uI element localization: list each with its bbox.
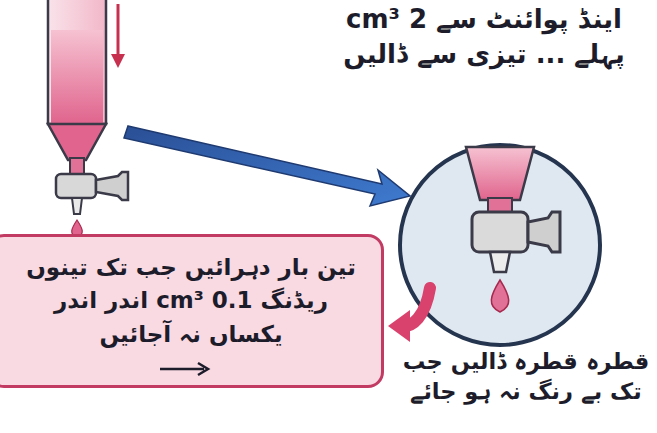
- note-box: تین بار دہرائیں جب تک تینوں ریڈنگ 0.1 cm…: [0, 234, 384, 388]
- step-label: اینڈ پوائنٹ سے 2 cm³ پہلے ... تیزی سے ڈا…: [319, 2, 649, 72]
- box-arrow: [156, 361, 216, 377]
- box-text: تین بار دہرائیں جب تک تینوں ریڈنگ 0.1 cm…: [17, 251, 365, 351]
- step-label: قطرہ قطرہ ڈالیں جب تک بے رنگ نہ ہو جائے: [401, 346, 651, 407]
- zoom-circle: [400, 145, 600, 345]
- zoom-arrow: [124, 126, 410, 206]
- return-arrow: [388, 288, 430, 342]
- burette: [48, 0, 128, 238]
